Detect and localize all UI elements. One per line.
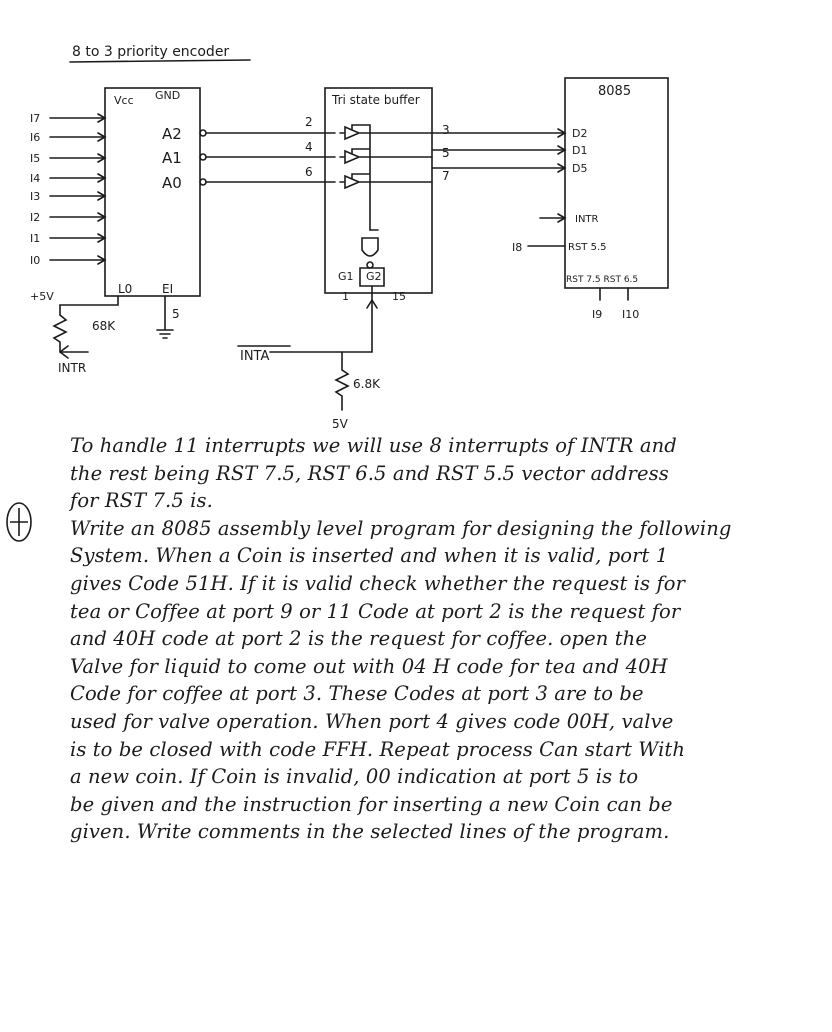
- encoder-title: 8 to 3 priority encoder: [72, 44, 229, 60]
- supply-label: +5V: [30, 290, 54, 303]
- input-label-i6: I6: [30, 131, 40, 144]
- buffer-g2-label: G2: [366, 270, 382, 283]
- cpu-intr-line: [539, 213, 567, 223]
- intr-output-network: +5V 68K INTR: [30, 290, 119, 375]
- question-text: To handle 11 interrupts we will use 8 in…: [70, 432, 822, 846]
- text-line-4: Write an 8085 assembly level program for…: [70, 516, 732, 540]
- intr-out-label: INTR: [58, 361, 86, 375]
- text-line-1: To handle 11 interrupts we will use 8 in…: [70, 434, 677, 457]
- encoder-a2-label: A2: [162, 125, 182, 143]
- buffer-g1-label: G1: [338, 270, 354, 283]
- inta-label: INTA: [240, 349, 269, 364]
- encoder-a1-label: A1: [162, 149, 182, 167]
- encoder-inputs: I7 I6 I5 I4 I3 I2 I1 I0: [30, 112, 107, 267]
- inta-network: INTA 6.8K 5V: [237, 285, 381, 431]
- cpu-bottom-i10: I10: [622, 308, 639, 321]
- text-line-3: for RST 7.5 is.: [70, 489, 213, 513]
- encoder-output-wires: 2 4 6: [199, 115, 336, 186]
- buffer-pin-7: 7: [442, 169, 450, 183]
- text-line-7: tea or Coffee at port 9 or 11 Code at po…: [70, 599, 681, 623]
- supply2-label: 5V: [332, 417, 349, 431]
- cpu-pin-intr: INTR: [575, 214, 599, 225]
- input-label-i5: I5: [30, 152, 40, 165]
- buffer-title: Tri state buffer: [331, 93, 420, 107]
- cpu-bottom-lines: [599, 287, 629, 301]
- input-label-i2: I2: [30, 211, 40, 224]
- input-label-i4: I4: [30, 172, 40, 185]
- cpu-pin-d5: D5: [572, 162, 587, 175]
- input-label-i1: I1: [30, 232, 40, 245]
- encoder-l0-label: L0: [118, 282, 132, 296]
- text-line-15: given. Write comments in the selected li…: [70, 820, 670, 844]
- input-label-i3: I3: [30, 190, 40, 203]
- text-line-10: Code for coffee at port 3. These Codes a…: [70, 682, 644, 706]
- encoder-vcc-label: Vcc: [114, 94, 134, 107]
- resistor1-label: 68K: [92, 319, 116, 333]
- buffer-g2-pin: 15: [392, 290, 406, 303]
- buffer-pin-5: 5: [442, 146, 450, 160]
- text-line-2: the rest being RST 7.5, RST 6.5 and RST …: [70, 461, 669, 485]
- cpu-title: 8085: [598, 84, 631, 99]
- circuit-diagram: 8 to 3 priority encoder Vcc GND A2 A1 A0…: [30, 44, 669, 431]
- encoder-ei-pin: 5: [172, 307, 180, 321]
- text-line-13: a new coin. If Coin is invalid, 00 indic…: [70, 765, 639, 789]
- buffer-pin-4: 4: [305, 140, 313, 154]
- encoder-ei-label: EI: [162, 282, 173, 296]
- encoder-block: [104, 87, 201, 297]
- cpu-pin-rst55: RST 5.5: [568, 242, 607, 253]
- text-line-14: be given and the instruction for inserti…: [70, 792, 673, 816]
- cpu-rst55-input: I8: [512, 241, 522, 254]
- cpu-pin-d2: D2: [572, 127, 587, 140]
- text-line-8: and 40H code at port 2 is the request fo…: [70, 627, 647, 651]
- tristate-buffer-block: [324, 87, 433, 294]
- buffer-gates: G1 G2 1 15: [338, 124, 433, 303]
- ground-symbol: [156, 295, 174, 339]
- encoder-a0-label: A0: [162, 174, 182, 192]
- text-line-11: used for valve operation. When port 4 gi…: [70, 709, 674, 733]
- input-label-i0: I0: [30, 254, 40, 267]
- encoder-gnd-label: GND: [155, 89, 180, 102]
- cpu-bottom-i9: I9: [592, 308, 602, 321]
- text-line-9: Valve for liquid to come out with 04 H c…: [70, 654, 668, 678]
- cpu-pin-rst75-65: RST 7.5 RST 6.5: [566, 275, 638, 285]
- buffer-pin-2: 2: [305, 115, 313, 129]
- input-label-i7: I7: [30, 112, 40, 125]
- cpu-pin-d1: D1: [572, 144, 587, 157]
- title-underline: [69, 59, 251, 63]
- text-line-12: is to be closed with code FFH. Repeat pr…: [70, 737, 686, 761]
- plus-in-circle-icon: [6, 502, 32, 542]
- buffer-pin-6: 6: [305, 165, 313, 179]
- cpu-8085-block: [564, 77, 669, 289]
- data-bus-wires: [431, 128, 567, 173]
- text-line-5: System. When a Coin is inserted and when…: [70, 544, 669, 568]
- resistor2-label: 6.8K: [353, 377, 381, 391]
- buffer-pin-3: 3: [442, 123, 450, 137]
- text-line-6: gives Code 51H. If it is valid check whe…: [70, 571, 686, 595]
- buffer-g1-pin: 1: [342, 290, 349, 303]
